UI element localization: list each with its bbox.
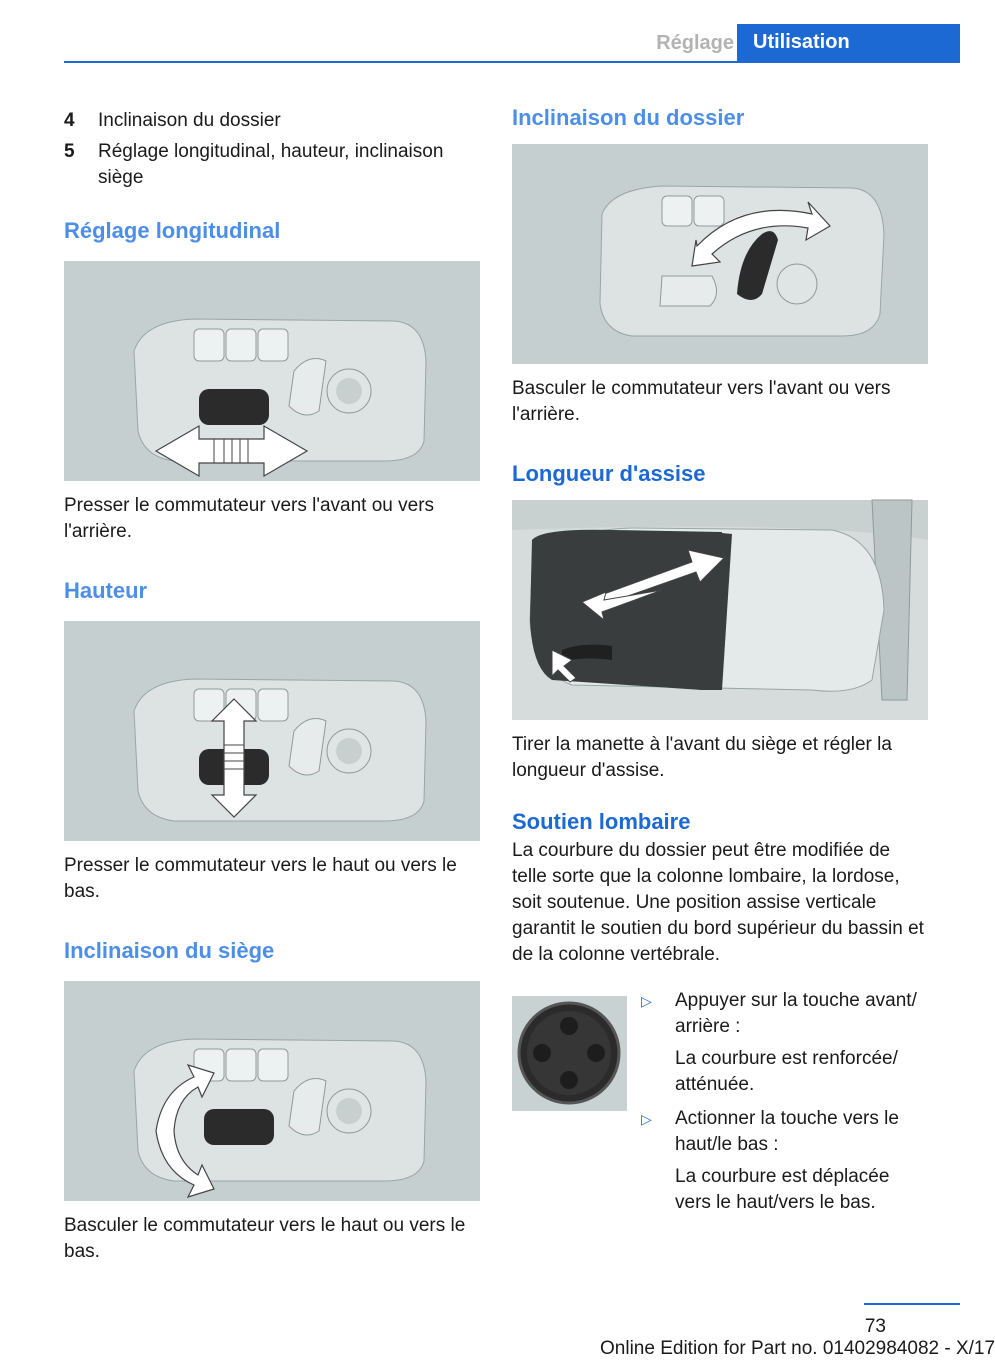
- text-reglage-longitudinal: Presser le commutateur vers l'avant ou v…: [64, 495, 435, 542]
- triangle-icon: ▷: [641, 1111, 652, 1127]
- heading-longueur-assise: Longueur d'assise: [512, 461, 706, 486]
- legend-item: 5 Réglage longitudinal, hauteur, inclina…: [64, 139, 480, 191]
- figure-seat-switch-tilt: [64, 981, 480, 1201]
- header-tab-utilisation[interactable]: Utilisation: [737, 24, 960, 61]
- heading-inclinaison-dossier: Inclinaison du dossier: [512, 105, 745, 130]
- text-longueur-assise: Tirer la manette à l'avant du siège et r…: [512, 734, 892, 781]
- text-soutien-lombaire: La courbure du dossier peut être modifié…: [512, 840, 924, 965]
- left-column: 4 Inclinaison du dossier 5 Réglage longi…: [64, 108, 480, 1265]
- header-section-label: Réglage: [656, 32, 734, 54]
- heading-hauteur: Hauteur: [64, 578, 148, 603]
- bullet-item: ▷ Actionner la touche vers le haut/le ba…: [641, 1106, 928, 1216]
- legend-list: 4 Inclinaison du dossier 5 Réglage longi…: [64, 108, 480, 191]
- figure-seat-switch-backrest: [512, 144, 928, 364]
- figure-seat-switch-longitudinal: [64, 261, 480, 481]
- lumbar-bullet-list: ▷ Appuyer sur la touche avant/ arrière :…: [641, 988, 928, 1216]
- bullet-subtext: La courbure est déplacée vers le haut/ve…: [675, 1166, 890, 1213]
- triangle-icon: ▷: [641, 993, 652, 1009]
- text-inclinaison-siege: Basculer le commutateur vers le haut ou …: [64, 1215, 466, 1262]
- right-column: Inclinaison du dossier Basculer le commu…: [512, 105, 928, 1216]
- figure-seat-length-adjust: [512, 499, 928, 720]
- heading-inclinaison-siege: Inclinaison du siège: [64, 938, 275, 963]
- legend-number: 4: [64, 110, 75, 131]
- edition-note: Online Edition for Part no. 01402984082 …: [600, 1338, 995, 1359]
- figure-lumbar-button: [512, 996, 627, 1111]
- header-rule: [64, 61, 960, 63]
- page-number: 73: [864, 1316, 886, 1337]
- bullet-item: ▷ Appuyer sur la touche avant/ arrière :…: [641, 988, 928, 1098]
- footer-rule: [864, 1303, 960, 1305]
- legend-item: 4 Inclinaison du dossier: [64, 108, 480, 134]
- bullet-subtext: La courbure est renforcée/ atténuée.: [675, 1048, 898, 1095]
- lumbar-block: ▷ Appuyer sur la touche avant/ arrière :…: [512, 988, 928, 1216]
- legend-text: Réglage longitudinal, hauteur, inclinais…: [98, 141, 444, 188]
- bullet-text: Actionner la touche vers le haut/le bas …: [675, 1108, 899, 1155]
- text-hauteur: Presser le commutateur vers le haut ou v…: [64, 855, 457, 902]
- legend-number: 5: [64, 141, 75, 162]
- heading-reglage-longitudinal: Réglage longitudinal: [64, 218, 281, 243]
- heading-soutien-lombaire: Soutien lombaire: [512, 809, 691, 834]
- legend-text: Inclinaison du dossier: [98, 110, 281, 131]
- figure-seat-switch-height: [64, 621, 480, 841]
- bullet-text: Appuyer sur la touche avant/ arrière :: [675, 990, 917, 1037]
- text-inclinaison-dossier: Basculer le commutateur vers l'avant ou …: [512, 378, 891, 425]
